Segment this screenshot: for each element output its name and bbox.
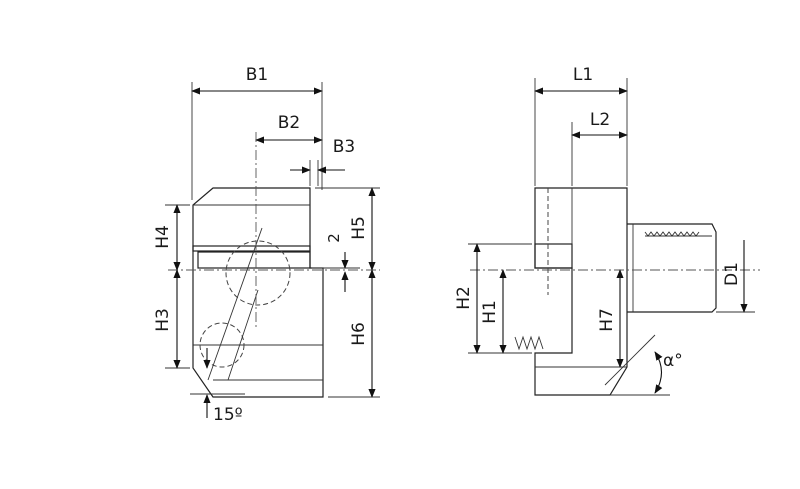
hidden-screw-head	[199, 322, 245, 368]
hidden-screw-axis-2	[227, 289, 259, 381]
front-body-outline	[192, 187, 324, 398]
label-h1: H1	[480, 300, 500, 324]
label-d1: D1	[722, 262, 742, 286]
label-h5: H5	[349, 216, 369, 240]
hidden-screw-axis	[207, 227, 263, 381]
dim-arc-alpha	[654, 351, 663, 394]
label-h3: H3	[153, 308, 173, 332]
label-b1: B1	[246, 65, 268, 85]
label-h6: H6	[349, 322, 369, 346]
shank-outline	[627, 223, 717, 313]
label-h2: H2	[454, 286, 474, 310]
side-serrations	[514, 335, 544, 351]
clamp-slot	[197, 251, 311, 269]
side-view: L1 L2 H2 H1 H7 D1 α°	[454, 65, 760, 396]
label-h7: H7	[597, 308, 617, 332]
label-h4: H4	[153, 225, 173, 249]
clamp-bar	[192, 245, 311, 252]
label-b2: B2	[278, 113, 300, 133]
side-body-outline	[534, 187, 628, 396]
label-b3: B3	[333, 137, 355, 157]
label-gap: 2	[325, 233, 343, 243]
label-l1: L1	[573, 65, 593, 85]
shank-thread	[644, 231, 700, 237]
label-alpha: α°	[663, 351, 683, 371]
label-angle: 15º	[213, 405, 243, 425]
label-l2: L2	[590, 110, 610, 130]
side-slot	[534, 243, 573, 269]
front-view: B1 B2 B3 H4 H3 H5 H6 2 15º	[153, 65, 380, 425]
ext-alpha-slope	[604, 334, 656, 386]
hidden-bore	[225, 240, 291, 306]
